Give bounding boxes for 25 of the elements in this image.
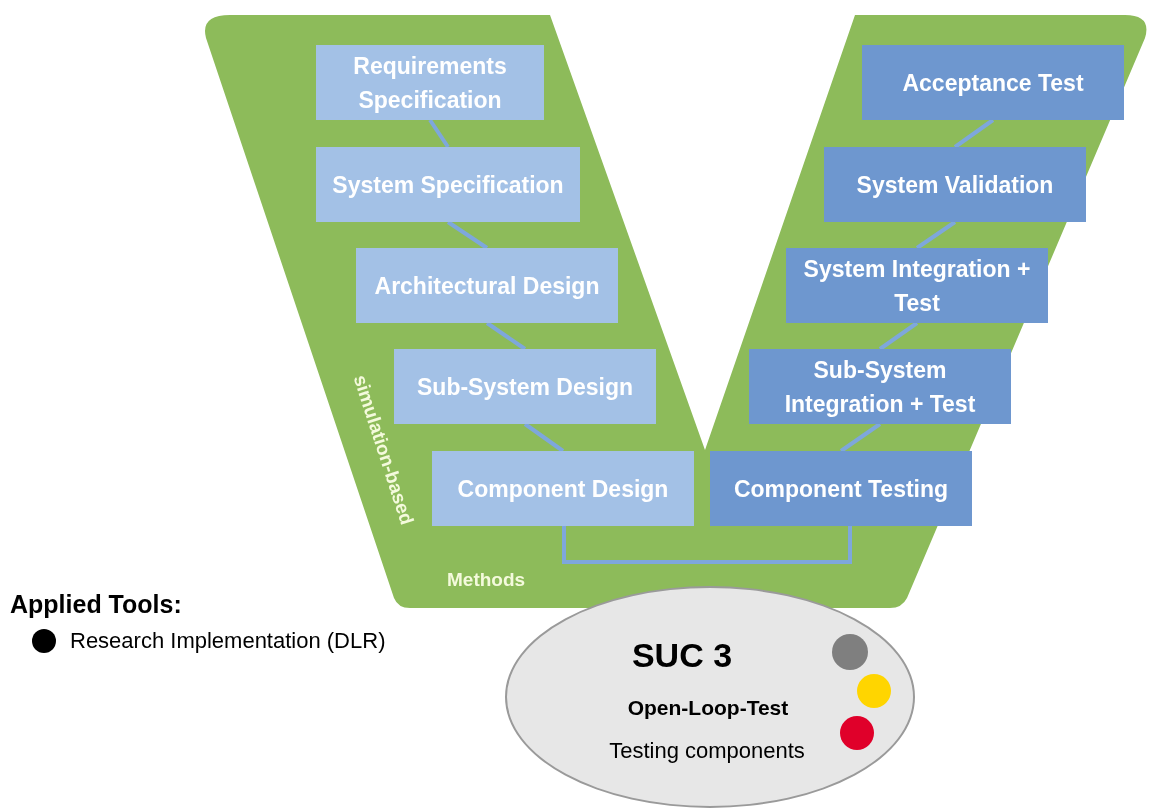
phase-box: Component Testing [710,451,972,526]
legend-heading: Applied Tools: [10,589,182,620]
connector-line [428,118,450,149]
phase-box: System Integration + Test [786,248,1048,323]
phase-box: Acceptance Test [862,45,1124,120]
phase-box: Requirements Specification [316,45,544,120]
phase-box: Sub-System Integration + Test [749,349,1011,424]
band-label: Methods [447,568,526,592]
connector-line [446,220,489,250]
phase-box: Architectural Design [356,248,618,323]
phase-box: System Specification [316,147,580,222]
phase-box: Component Design [432,451,694,526]
use-case-title: SUC 3 [630,635,734,676]
connector-line [839,422,882,453]
use-case-description: Testing components [608,737,806,765]
connector-line [562,526,852,564]
legend-text: Research Implementation (DLR) [70,627,386,655]
connector-line [915,220,957,250]
use-case-subtitle: Open-Loop-Test [626,695,790,721]
connector-line [485,321,527,351]
connector-line [523,422,565,453]
phase-box: Sub-System Design [394,349,656,424]
connector-line [953,118,995,149]
phase-box: System Validation [824,147,1086,222]
connector-line [878,321,919,351]
